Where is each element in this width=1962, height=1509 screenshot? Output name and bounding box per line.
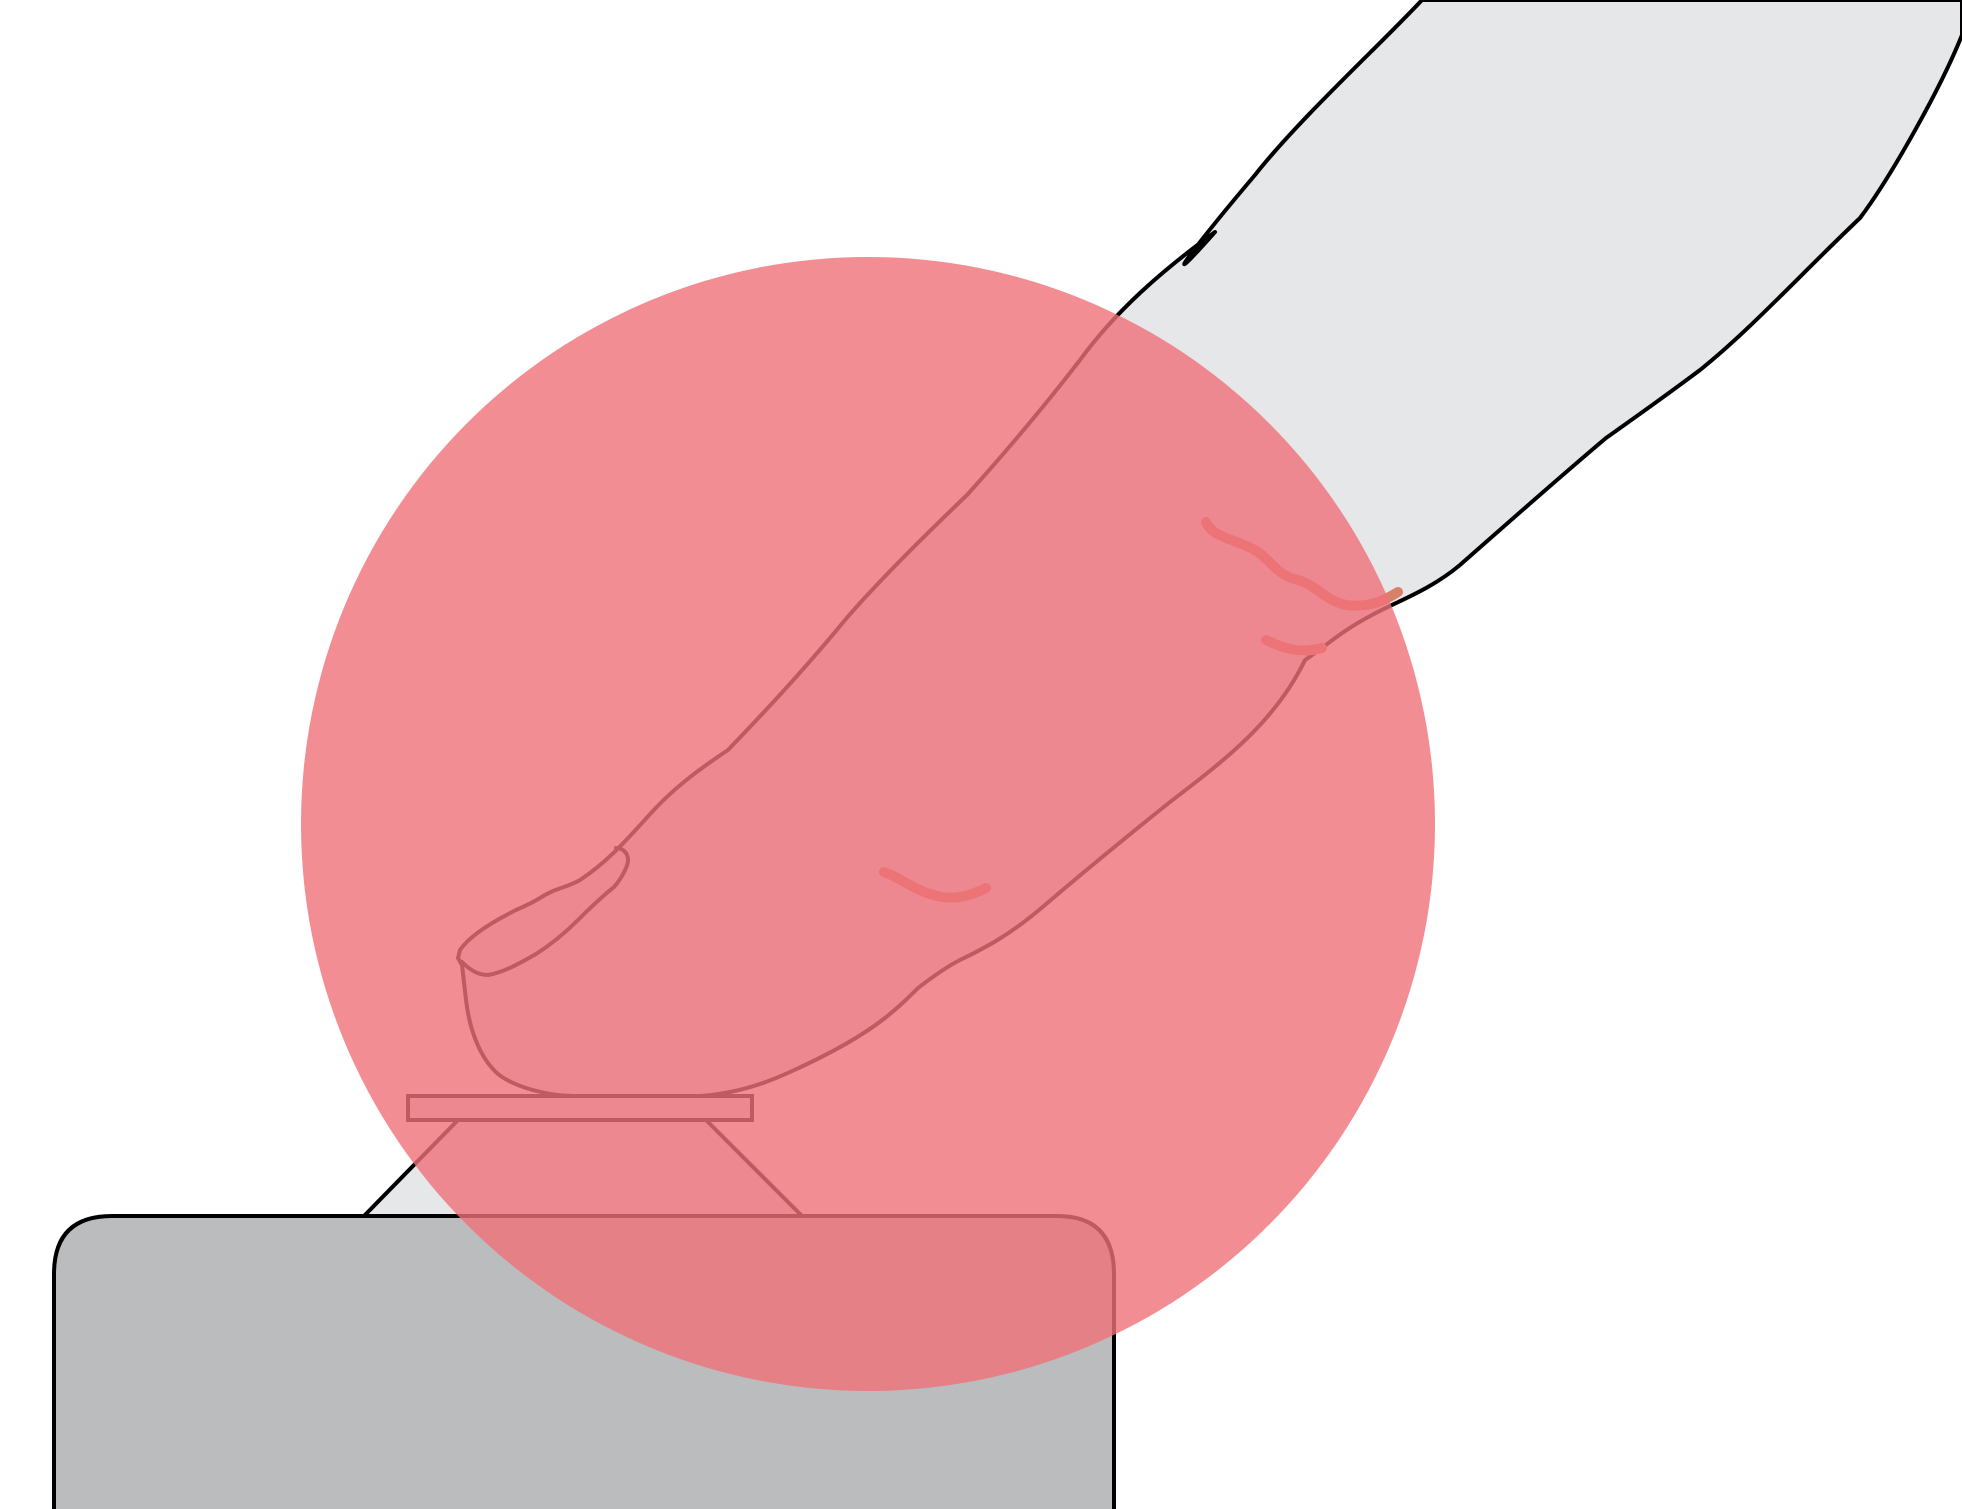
highlight-circle: [301, 257, 1435, 1391]
